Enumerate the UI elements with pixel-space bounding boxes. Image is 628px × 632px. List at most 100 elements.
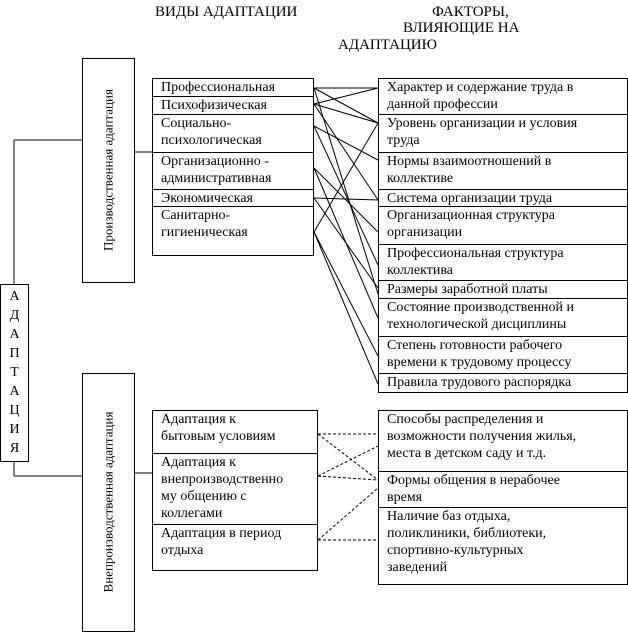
root-letter: Д <box>9 308 20 323</box>
root-letter: А <box>9 289 20 304</box>
nonproduction-type-box-line: коллегами <box>161 506 223 521</box>
nonproduction-group-label: Внепроизводственная адаптация <box>100 411 116 593</box>
nonproduction-factor-box-line: места в детском саду и т.д. <box>387 446 547 461</box>
link-soc-3 <box>313 125 379 161</box>
production-factor-box-line: Степень готовности рабочего <box>387 338 563 353</box>
nonproduction-factor-box: Способы распределения и возможности получ… <box>378 410 628 472</box>
nonproduction-type-box-line: внепроизводственно <box>161 472 284 487</box>
root-letter: И <box>9 422 20 437</box>
nonproduction-factor-box-line: Наличие баз отдыха, <box>387 509 511 524</box>
link-eco-4 <box>313 197 379 201</box>
production-type-box-line: административная <box>161 171 272 186</box>
production-factor-box: Уровень организации и условия труда <box>378 114 628 153</box>
root-letter: А <box>9 327 20 342</box>
production-type-box: Организационно - административная <box>152 152 314 190</box>
nonproduction-factor-box-line: Формы общения в нерабочее <box>387 473 560 488</box>
header-factors-line3: АДАПТАЦИЮ <box>338 37 438 53</box>
nonproduction-factor-box-line: заведений <box>387 560 448 575</box>
production-type-box-line: Профессиональная <box>161 80 276 95</box>
production-type-box: Психофизическая <box>152 96 314 115</box>
nonproduction-type-box-line: Адаптация к <box>161 455 236 470</box>
production-factor-box-line: Профессиональная структура <box>387 246 564 261</box>
link-san-9 <box>313 231 379 357</box>
production-factor-box: Степень готовности рабочего времени к тру… <box>378 336 628 374</box>
production-type-box-line: Санитарно- <box>161 208 231 223</box>
production-type-box-line: Экономическая <box>161 191 253 206</box>
production-factor-box-line: Правила трудового распорядка <box>387 375 572 390</box>
nonproduction-type-box: Адаптация в период отдыха <box>152 524 318 571</box>
nonproduction-type-box-line: бытовым условиям <box>161 429 276 444</box>
production-factor-box: Нормы взаимоотношений в коллективе <box>378 152 628 190</box>
link-prof-7 <box>313 87 379 295</box>
nonproduction-factor-box-line: время <box>387 490 423 505</box>
root-letter: А <box>9 384 20 399</box>
production-factor-box-line: технологической дисциплины <box>387 317 567 332</box>
header-factors-line1: ФАКТОРЫ, <box>432 4 509 20</box>
production-factor-box-line: коллектива <box>387 263 453 278</box>
production-factor-box: Характер и содержание труда в данной проф… <box>378 78 628 115</box>
link-np-3-2 <box>317 487 379 541</box>
nonproduction-group-box: Внепроизводственная адаптация <box>82 373 135 632</box>
production-type-box-line: Организационно - <box>161 154 269 169</box>
production-type-box-line: гигиеническая <box>161 225 248 240</box>
nonproduction-type-box-line: отдыха <box>161 543 204 558</box>
production-type-box: Профессиональная <box>152 78 314 97</box>
production-type-box: Социально-психологическая <box>152 114 314 153</box>
link-san-2 <box>313 122 379 233</box>
link-san-10 <box>313 231 379 385</box>
production-factor-box-line: коллективе <box>387 171 454 186</box>
production-factor-box: Система организации труда <box>378 189 628 207</box>
root-letter: Ц <box>9 403 20 418</box>
link-np-2-1 <box>317 445 379 477</box>
production-factor-box-line: Уровень организации и условия <box>387 116 578 131</box>
link-psy-4 <box>313 103 379 201</box>
nonproduction-type-box-line: Адаптация в период <box>161 526 282 541</box>
production-factor-box: Размеры заработной платы <box>378 280 628 299</box>
production-factor-box: Организационная структура организации <box>378 206 628 245</box>
production-type-box: Экономическая <box>152 189 314 207</box>
production-group-box: Производственная адаптация <box>82 58 135 283</box>
link-psy-2 <box>313 103 379 124</box>
production-factor-box-line: Система организации труда <box>387 191 553 206</box>
production-factor-box-line: данной профессии <box>387 97 498 112</box>
link-prof-2 <box>313 87 379 124</box>
link-soc-6 <box>313 125 379 266</box>
production-factor-box: Состояние производственной и технологичес… <box>378 298 628 337</box>
link-np-2-2 <box>317 475 379 481</box>
header-factors-line2: ВЛИЯЮЩИЕ НА <box>403 20 520 36</box>
production-type-box-line: психологическая <box>161 133 262 148</box>
production-type-box-line: Социально- <box>161 116 232 131</box>
link-np-1-2 <box>317 433 379 481</box>
nonproduction-factor-box: Формы общения в нерабочее время <box>378 471 628 508</box>
root-letter: Я <box>9 441 20 456</box>
nonproduction-factor-box-line: поликлиники, библиотеки, <box>387 526 547 541</box>
production-factor-box-line: времени к трудовому процессу <box>387 355 572 370</box>
production-factor-box-line: Нормы взаимоотношений в <box>387 154 552 169</box>
nonproduction-type-box: Адаптация к внепроизводственно му общению … <box>152 453 318 525</box>
root-letter: Т <box>10 365 19 380</box>
nonproduction-factor-box-line: Способы распределения и <box>387 412 544 427</box>
production-factor-box-line: Характер и содержание труда в <box>387 80 574 95</box>
production-factor-box-line: организации <box>387 225 463 240</box>
production-type-box-line: Психофизическая <box>161 98 267 113</box>
production-factor-box-line: Организационная структура <box>387 208 555 223</box>
link-psy-1 <box>313 87 379 105</box>
nonproduction-factor-box-line: спортивно-культурных <box>387 543 524 558</box>
root-letter: П <box>9 346 20 361</box>
production-type-box: Санитарно-гигиеническая <box>152 206 314 256</box>
header-types: ВИДЫ АДАПТАЦИИ <box>155 4 298 20</box>
production-factor-box: Профессиональная структура коллектива <box>378 244 628 281</box>
link-org-5 <box>313 167 379 233</box>
production-group-label: Производственная адаптация <box>100 89 116 251</box>
production-factor-box-line: труда <box>387 133 420 148</box>
nonproduction-factor-box-line: возможности получения жилья, <box>387 429 577 444</box>
nonproduction-type-box-line: Адаптация к <box>161 412 236 427</box>
nonproduction-type-box: Адаптация к бытовым условиям <box>152 410 318 454</box>
nonproduction-type-box-line: му общению с <box>161 489 247 504</box>
production-factor-box: Правила трудового распорядка <box>378 373 628 393</box>
production-factor-box-line: Состояние производственной и <box>387 300 574 315</box>
